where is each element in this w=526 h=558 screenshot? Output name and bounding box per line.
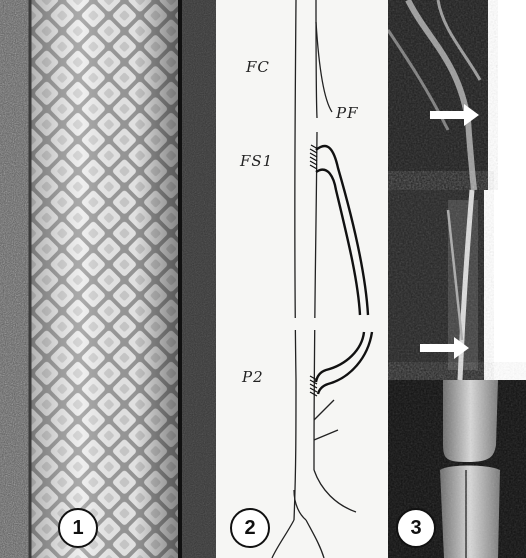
lower-bypass-graft xyxy=(316,332,372,394)
panel-3-number-badge: 3 xyxy=(396,508,436,548)
label-p2: P2 xyxy=(242,368,264,386)
label-pf: PF xyxy=(336,104,359,122)
white-arrow-icon xyxy=(430,103,480,127)
artery-left-wall xyxy=(294,0,296,520)
artery-right-wall-upper xyxy=(316,0,317,118)
panel-bypass-schematic: FC PF FS1 P2 2 xyxy=(216,0,388,558)
lower-anastomosis-sutures xyxy=(310,376,317,396)
panel-2-number-badge: 2 xyxy=(230,508,270,548)
profunda-branch xyxy=(316,22,332,112)
graft-mesh-photo xyxy=(0,0,216,558)
angiogram-xray-images xyxy=(388,0,526,558)
panel-angiogram: 3 xyxy=(388,0,526,558)
upper-bypass-graft xyxy=(316,146,368,315)
panel-1-number-badge: 1 xyxy=(58,508,98,548)
panel-graft-photo: 1 xyxy=(0,0,216,558)
bypass-schematic-drawing xyxy=(216,0,388,558)
label-fs1: FS1 xyxy=(240,152,273,170)
label-fc: FC xyxy=(246,58,270,76)
white-arrow-icon xyxy=(420,336,470,360)
